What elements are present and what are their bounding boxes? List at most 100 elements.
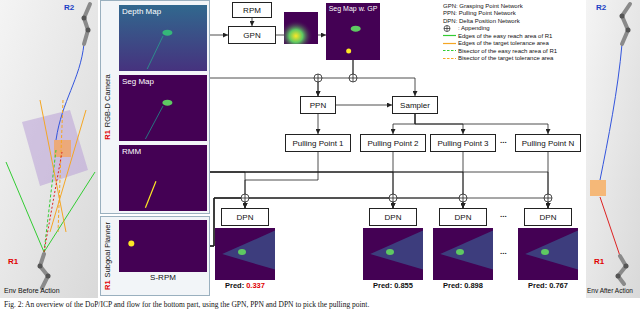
node-label: S-RPM (150, 273, 176, 282)
legend-text: Edges of the easy reach area of R1 (458, 33, 552, 39)
legend-row: DPN: Delta Position Network (443, 17, 557, 25)
legend-row: : Appending (443, 25, 557, 33)
robot-label: R1 (8, 258, 18, 267)
legend-row: Bisector of the easy reach area of R1 (443, 47, 557, 55)
legend-sample (443, 55, 456, 62)
ellipsis-mark: ... (500, 248, 507, 257)
legend: GPN: Grasping Point NetworkPPN: Pulling … (443, 2, 557, 62)
sampler-box: Sampler (392, 96, 438, 114)
legend-row: Edges of the target tolerance area (443, 40, 557, 48)
node-label: DPN (237, 213, 254, 222)
legend-text: GPN: Grasping Point Network (443, 3, 523, 9)
node-label: Pulling Point 1 (292, 139, 343, 148)
network-box: PPN (300, 96, 336, 114)
subgoal-planner-panel: R1 Subgoal PlannerS-RPM (100, 216, 210, 296)
legend-text: Bisector of the easy reach area of R1 (458, 48, 557, 54)
figure-caption: Fig. 2: An overview of the DoP/ICP and f… (4, 300, 369, 309)
node-label: Depth Map (122, 7, 161, 16)
node-label: GPN (243, 31, 260, 40)
legend-text: Edges of the target tolerance area (458, 40, 549, 46)
legend-row: Edges of the easy reach area of R1 (443, 32, 557, 40)
ellipsis-mark: ... (500, 211, 507, 220)
node-label: R1 (103, 280, 112, 290)
pulling-point-box: Pulling Point N (515, 134, 581, 152)
seg-map-gp-tile: Seg Map w. GP (326, 3, 380, 60)
depth-map-tile: Depth Map (119, 5, 207, 71)
connector-arrow (252, 18, 253, 26)
image-map (433, 228, 493, 280)
legend-sample (443, 32, 456, 39)
prediction-tile: Pred:0.337 (215, 228, 275, 294)
node-label: Pulling Point 2 (367, 139, 418, 148)
connector-arrow (336, 105, 392, 106)
node-label: DPN (540, 213, 557, 222)
node-label: RMM (122, 147, 141, 156)
image-map (518, 228, 578, 280)
node-label: DPN (385, 213, 402, 222)
node-label: Pred: (225, 281, 244, 290)
rotated-heading: R1 RGB-D Camera (102, 3, 114, 211)
tile-caption: Pred:0.337 (215, 281, 275, 290)
node-label: RPM (243, 6, 261, 15)
connector-arrow (393, 114, 415, 134)
node-label: R1 (103, 130, 112, 140)
legend-sample (443, 40, 456, 47)
node-label: DPN (455, 213, 472, 222)
legend-text: Bisector of the target tolerance area (458, 55, 553, 61)
node-label: Seg Map w. GP (326, 5, 380, 12)
node-label: Pulling Point 3 (437, 139, 488, 148)
legend-row: GPN: Grasping Point Network (443, 2, 557, 10)
node-label: Pred: (373, 281, 392, 290)
legend-text: PPN: Pulling Point Network (443, 10, 516, 16)
node-label: Pred: (443, 281, 462, 290)
env-after-scene (586, 0, 640, 298)
append-symbol (241, 74, 552, 202)
tile-caption: Pred:0.767 (518, 281, 578, 290)
tile-caption: Pred:0.898 (433, 281, 493, 290)
connector-arrow (207, 172, 245, 208)
legend-row: Bisector of the target tolerance area (443, 55, 557, 63)
pulling-point-box: Pulling Point 1 (285, 134, 351, 152)
node-label: Pulling Point N (522, 139, 574, 148)
prediction-tile: Pred:0.855 (363, 228, 423, 294)
connector-arrow (207, 78, 318, 96)
node-label: 0.337 (246, 281, 265, 290)
node-label: PPN (310, 101, 326, 110)
robot-label: R1 (594, 258, 604, 267)
grasp-heatmap (284, 12, 318, 44)
env-before-scene (0, 0, 98, 298)
camera-panel: R1 RGB-D Camera Depth MapSeg MapRMM (100, 0, 210, 214)
network-box: DPN (369, 208, 417, 226)
node-label: 0.855 (394, 281, 413, 290)
robot-label: R2 (64, 4, 74, 13)
connector-arrow (415, 114, 548, 134)
prediction-tile: Pred:0.767 (518, 228, 578, 294)
s-rpm-tile: S-RPM (119, 220, 207, 286)
image-map (363, 228, 423, 280)
network-box: GPN (228, 26, 276, 44)
image-map (215, 228, 275, 280)
legend-text: DPN: Delta Position Network (443, 18, 520, 24)
connector-arrow (207, 35, 228, 36)
node-label: 0.767 (549, 281, 568, 290)
connector-arrow (353, 60, 415, 96)
legend-sample (443, 25, 456, 32)
node-label: Pred: (528, 281, 547, 290)
network-box: DPN (439, 208, 487, 226)
prediction-tile: Pred:0.898 (433, 228, 493, 294)
node-label: RGB-D Camera (103, 74, 112, 127)
node-label: Subgoal Planner (103, 222, 112, 277)
node-label: Seg Map (122, 77, 154, 86)
connector-arrow (318, 114, 319, 134)
seg-map-tile: Seg Map (119, 75, 207, 141)
connector-arrow (245, 152, 318, 208)
scene-title: Env After Action (587, 287, 633, 294)
connector-arrow (318, 60, 353, 96)
legend-text: : Appending (458, 25, 490, 31)
pulling-point-box: Pulling Point 2 (360, 134, 426, 152)
robot-label: R2 (596, 4, 606, 13)
pulling-point-box: Pulling Point 3 (430, 134, 496, 152)
legend-row: PPN: Pulling Point Network (443, 10, 557, 18)
rmm-tile: RMM (119, 145, 207, 211)
ellipsis-mark: ... (500, 137, 507, 146)
